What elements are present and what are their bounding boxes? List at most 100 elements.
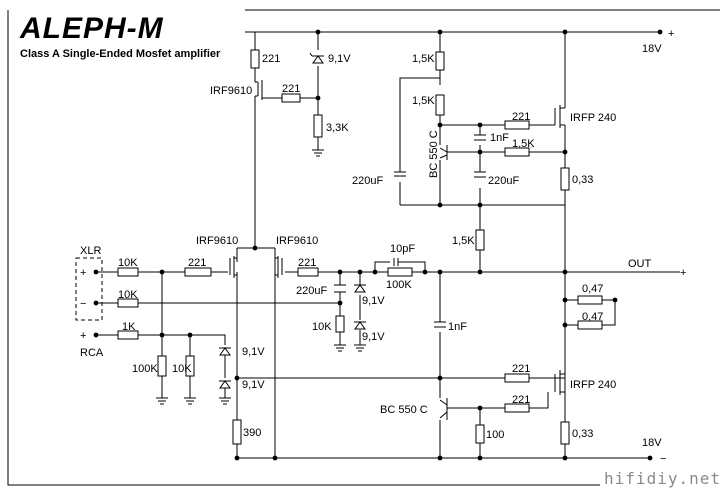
label-q-bc550-a: BC 550 C <box>428 130 440 178</box>
resistor <box>184 267 212 277</box>
mosfet-symbol <box>554 370 566 400</box>
label-r-221-f: 221 <box>512 363 530 375</box>
label-rca-plus: + <box>80 330 86 342</box>
label-r-221-g: 221 <box>512 394 530 406</box>
resistor <box>560 167 570 191</box>
label-q-irfp240-a: IRFP 240 <box>570 112 616 124</box>
resistor <box>504 147 530 157</box>
resistor <box>504 403 530 413</box>
label-r-047-b: 0,47 <box>582 311 603 323</box>
wire <box>254 32 319 248</box>
frame-line <box>7 9 720 486</box>
zener-symbol <box>219 380 231 389</box>
watermark: hifidiy.net <box>604 469 721 488</box>
label-r-047-a: 0,47 <box>582 283 603 295</box>
zener-symbol <box>309 52 324 64</box>
resistor <box>577 295 603 305</box>
label-r-10k-a: 10K <box>118 257 138 269</box>
wire <box>339 272 361 345</box>
label-xlr: XLR <box>80 245 101 257</box>
ground-symbol <box>184 397 196 405</box>
label-r-100: 100 <box>486 429 504 441</box>
label-c-1n-b: 1nF <box>448 321 467 333</box>
resistor <box>281 93 301 103</box>
label-r-390: 390 <box>243 427 261 439</box>
label-q-irfp240-b: IRFP 240 <box>570 379 616 391</box>
label-c-220u-c: 220uF <box>296 285 327 297</box>
mosfet-symbol <box>275 256 283 278</box>
label-r-1k: 1K <box>122 321 136 333</box>
label-rail-neg-sign: − <box>660 453 666 465</box>
label-c-1n-a: 1nF <box>490 132 509 144</box>
mosfet-symbol <box>255 80 263 100</box>
page-title: ALEPH-M <box>20 12 164 45</box>
resistor <box>232 419 242 445</box>
label-r-221-c: 221 <box>512 111 530 123</box>
ground-symbol <box>354 344 366 352</box>
label-r-033-a: 0,33 <box>572 174 593 186</box>
label-r-221-d: 221 <box>188 257 206 269</box>
label-z-9v1-b: 9,1V <box>362 295 385 307</box>
label-r-10k-d: 10K <box>172 363 192 375</box>
resistor <box>560 421 570 445</box>
page-subtitle: Class A Single-Ended Mosfet amplifier <box>20 48 221 60</box>
ground-symbol <box>334 344 346 352</box>
wire <box>96 302 340 336</box>
resistor <box>117 330 139 340</box>
wire <box>161 272 226 398</box>
xlr-connector-box <box>75 257 103 321</box>
mosfet-symbol <box>554 105 565 128</box>
label-r-10k-b: 10K <box>118 289 138 301</box>
capacitor <box>334 284 346 293</box>
label-r-1k5-b: 1,5K <box>412 95 435 107</box>
label-q-irf9610-c: IRF9610 <box>276 235 318 247</box>
label-xlr-minus: − <box>80 298 86 310</box>
label-z-9v1-a: 9,1V <box>328 53 351 65</box>
label-r-221-b: 221 <box>282 83 300 95</box>
zener-symbol <box>354 321 366 330</box>
label-q-irf9610-b: IRF9610 <box>196 235 238 247</box>
label-z-9v1-e: 9,1V <box>242 379 265 391</box>
label-q-bc550-b: BC 550 C <box>380 404 428 416</box>
resistor <box>435 51 445 71</box>
label-r-221-a: 221 <box>262 53 280 65</box>
label-rail-pos: 18V <box>642 43 662 55</box>
capacitor <box>394 171 406 177</box>
label-xlr-plus: + <box>80 267 86 279</box>
ground-symbol <box>219 397 231 405</box>
label-r-033-b: 0,33 <box>572 428 593 440</box>
label-r-221-e: 221 <box>298 257 316 269</box>
label-r-1k5-d: 1,5K <box>452 235 475 247</box>
label-r-1k5-c: 1,5K <box>512 138 535 150</box>
resistor <box>475 229 485 251</box>
wire <box>479 32 566 272</box>
resistor <box>435 94 445 116</box>
resistor <box>185 355 195 377</box>
label-rail-pos-sign: + <box>668 28 674 40</box>
transistor-symbol <box>439 145 480 160</box>
zener-symbol <box>219 347 231 356</box>
capacitor <box>474 171 486 178</box>
zener-symbol <box>354 284 366 293</box>
label-z-9v1-d: 9,1V <box>242 346 265 358</box>
resistor <box>475 424 485 444</box>
resistor <box>313 114 323 138</box>
resistor <box>335 315 345 333</box>
resistor <box>157 355 167 377</box>
wire <box>374 258 426 272</box>
label-c-220u-a: 220uF <box>352 175 383 187</box>
resistor <box>387 267 413 277</box>
label-r-10k-c: 10K <box>312 321 332 333</box>
mosfet-symbol <box>229 256 237 278</box>
label-out-sign: + <box>680 267 686 279</box>
resistor <box>504 373 530 383</box>
resistor <box>250 49 260 69</box>
resistor <box>504 120 530 130</box>
wire <box>480 124 565 153</box>
label-q-irf9610-a: IRF9610 <box>210 85 252 97</box>
resistor <box>117 298 139 308</box>
junction-dots <box>93 29 663 461</box>
capacitor <box>434 321 446 328</box>
wire <box>96 247 340 458</box>
